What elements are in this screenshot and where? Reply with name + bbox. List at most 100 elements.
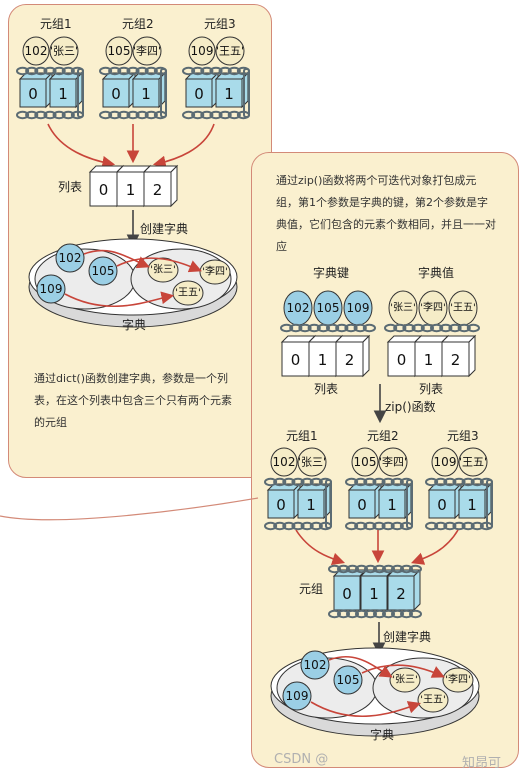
right-dict-value-1 <box>442 667 474 693</box>
left-tuple3-chain-side <box>243 68 250 118</box>
right-tuple2-key-bubble <box>351 447 379 477</box>
left-dict-value-0 <box>147 257 179 283</box>
left-tuple1-chain-side <box>77 68 84 118</box>
right-dict-key-1-text: 105 <box>337 673 360 687</box>
right-tuple1-chain-side <box>325 479 332 529</box>
right-tuple2-value-bubble-text: '李四' <box>379 455 407 469</box>
watermark-zhihu: 知昂可 <box>462 756 502 771</box>
right-tuple3-key-bubble-text: 109 <box>434 455 457 469</box>
right-dict-value-2-text: '王五' <box>420 695 446 706</box>
right-tuple2-box-0-label: 0 <box>357 496 367 514</box>
right-tuple2-chain-side <box>406 479 413 529</box>
right-values-chain <box>384 323 480 333</box>
right-tuple3-label: 元组3 <box>447 429 479 443</box>
right-list-label-2: 列表 <box>419 382 444 396</box>
right-tuple2-value-bubble <box>378 447 408 477</box>
zip-function-label: zip()函数 <box>385 400 436 414</box>
left-tuple1-value-bubble-text: '张三' <box>50 45 78 58</box>
right-map-arrow-1 <box>361 664 445 678</box>
left-dict-key-1-text: 105 <box>92 264 115 278</box>
right-tuple1-value-bubble-text: '张三' <box>298 456 326 469</box>
right-tuple1-key-bubble-text: 102 <box>273 455 296 469</box>
right-dict-value-1-text: '李四' <box>445 673 471 686</box>
right-tuple3-value-bubble-text: '王五' <box>459 456 487 469</box>
right-tuple1-chain-top <box>264 477 332 487</box>
left-tuple2-value-bubble-text: '李四' <box>133 44 161 58</box>
left-dict-key-0 <box>55 243 85 273</box>
right-keys-list-box-1-label: 1 <box>318 351 328 369</box>
right-tuple-box-1-label: 1 <box>369 585 379 603</box>
right-list-label-1: 列表 <box>314 382 339 396</box>
left-list-box-2 <box>142 164 179 208</box>
left-list-box-0-label: 0 <box>99 181 109 199</box>
left-list-box-2-label: 2 <box>153 181 163 199</box>
right-dict-value-0 <box>389 667 421 693</box>
right-tuple2-chain-bottom <box>345 521 413 531</box>
right-tuple1-key-bubble <box>270 447 298 477</box>
right-dict-key-0-text: 102 <box>304 658 327 672</box>
left-tuple2-box-0-label: 0 <box>111 85 121 103</box>
right-arrow-tuple3 <box>410 529 459 565</box>
right-tuple3-box-1-label: 1 <box>467 496 477 514</box>
right-value-bubble-1-text: '李四' <box>420 301 446 314</box>
left-dict-key-1 <box>88 256 118 286</box>
right-tuple1-box-1-label: 1 <box>306 496 316 514</box>
right-description: 通过zip()函数将两个可迭代对象打包成元组，第1个参数是字典的键，第2个参数是… <box>276 174 496 253</box>
right-arrow-tuple1 <box>295 529 346 566</box>
left-tuple3-chain-bottom <box>182 110 251 120</box>
right-tuple2-key-bubble-text: 105 <box>354 455 377 469</box>
left-map-arrow-2 <box>64 291 175 308</box>
left-tuple3-value-bubble-text: '王五' <box>216 45 244 58</box>
right-keys-list-box-2-label: 2 <box>345 351 355 369</box>
right-dict-key-0 <box>300 650 330 680</box>
left-dict-label: 字典 <box>122 318 147 332</box>
right-map-arrow-2 <box>310 701 422 717</box>
right-dict-key-2-text: 109 <box>286 689 309 703</box>
left-tuple3-key-bubble-text: 109 <box>191 44 214 58</box>
right-tuple1-box-0-label: 0 <box>276 496 286 514</box>
right-tuple2-label: 元组2 <box>367 429 399 443</box>
right-tuple1-label: 元组1 <box>286 429 318 443</box>
right-tuple3-key-bubble <box>431 447 459 477</box>
right-tuple-chain-bottom <box>328 609 422 619</box>
left-tuple1-box-0-label: 0 <box>28 85 38 103</box>
left-dict-value-0-text: '张三' <box>150 264 176 276</box>
right-tuple-box-2-label: 2 <box>396 585 406 603</box>
left-dict-key-0-text: 102 <box>59 251 82 265</box>
right-tuple3-box-0-label: 0 <box>437 496 447 514</box>
right-dict-key-2 <box>282 681 312 711</box>
left-tuple2-box-1-label: 1 <box>141 85 151 103</box>
right-tuple-box-2 <box>386 568 422 612</box>
right-key-bubble-1-text: 105 <box>317 301 340 315</box>
right-values-list-box-2 <box>440 334 477 378</box>
keys-title: 字典键 <box>313 266 350 280</box>
left-arrow-tuple1 <box>47 123 116 169</box>
left-map-arrow-0 <box>83 249 150 269</box>
values-title: 字典值 <box>418 266 455 280</box>
right-tuple2-box-1-label: 1 <box>387 496 397 514</box>
right-keys-list-box-2 <box>334 334 371 378</box>
left-list-box-1-label: 1 <box>126 181 136 199</box>
left-tuple1-key-bubble <box>22 36 50 66</box>
left-tuple3-box-1-label: 1 <box>224 85 234 103</box>
watermark-csdn: CSDN @ <box>274 752 329 767</box>
left-description: 通过dict()函数创建字典，参数是一个列表，在这个列表中包含三个只有两个元素的… <box>34 372 232 429</box>
left-list-label: 列表 <box>58 180 83 194</box>
right-key-bubble-0-text: 102 <box>287 301 310 315</box>
left-tuple2-value-bubble <box>132 36 162 66</box>
right-tuple-label: 元组 <box>299 582 324 596</box>
right-keys-list-box-0-label: 0 <box>291 351 301 369</box>
right-dict-key-1 <box>333 665 363 695</box>
right-dict-label: 字典 <box>370 728 395 742</box>
left-tuple1-chain-top <box>16 66 85 76</box>
left-dict-value-2-text: '王五' <box>175 288 201 299</box>
left-tuple1-value-bubble <box>49 36 79 66</box>
right-map-arrow-0 <box>328 655 393 678</box>
left-dict-value-1-text: '李四' <box>202 265 228 278</box>
left-dict-key-2 <box>36 274 66 304</box>
right-tuple2-chain-top <box>345 477 413 487</box>
left-tuple2-chain-top <box>99 66 168 76</box>
left-tuple3-chain-top <box>182 66 251 76</box>
left-tuple1-key-bubble-text: 102 <box>25 44 48 58</box>
